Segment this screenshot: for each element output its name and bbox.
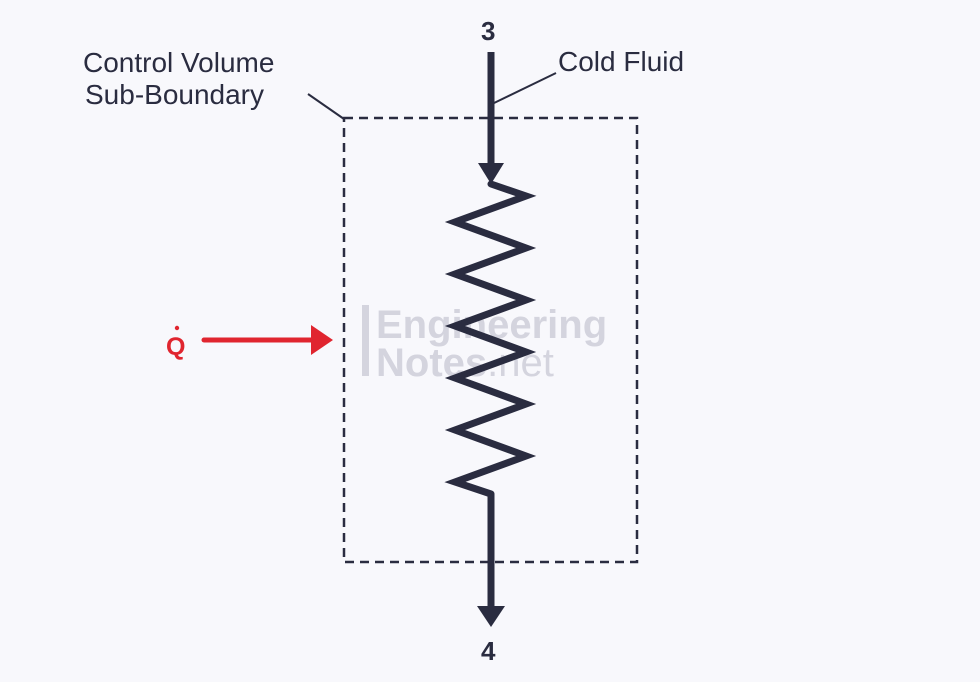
watermark-bar: [362, 305, 369, 376]
fluid-leader-line: [491, 72, 557, 105]
down-arrow-icon: [477, 606, 505, 627]
heat-label: Q: [166, 333, 185, 361]
boundary-label-line1: Control Volume: [83, 47, 274, 78]
control-volume-boundary: [342, 116, 639, 564]
outlet-state-label: 4: [481, 636, 496, 666]
watermark-line2: Notes.net: [376, 341, 554, 385]
boundary-label-line2: Sub-Boundary: [85, 79, 264, 110]
coil-zigzag: [444, 180, 537, 498]
fluid-label: Cold Fluid: [558, 46, 684, 77]
right-arrow-icon: [311, 325, 333, 355]
down-arrow-icon: [478, 163, 504, 184]
watermark-line2-bold: Notes: [376, 341, 487, 385]
heat-rate-dot: [174, 325, 180, 331]
boundary-leader-line: [307, 93, 345, 120]
inlet-state-label: 3: [481, 16, 495, 46]
